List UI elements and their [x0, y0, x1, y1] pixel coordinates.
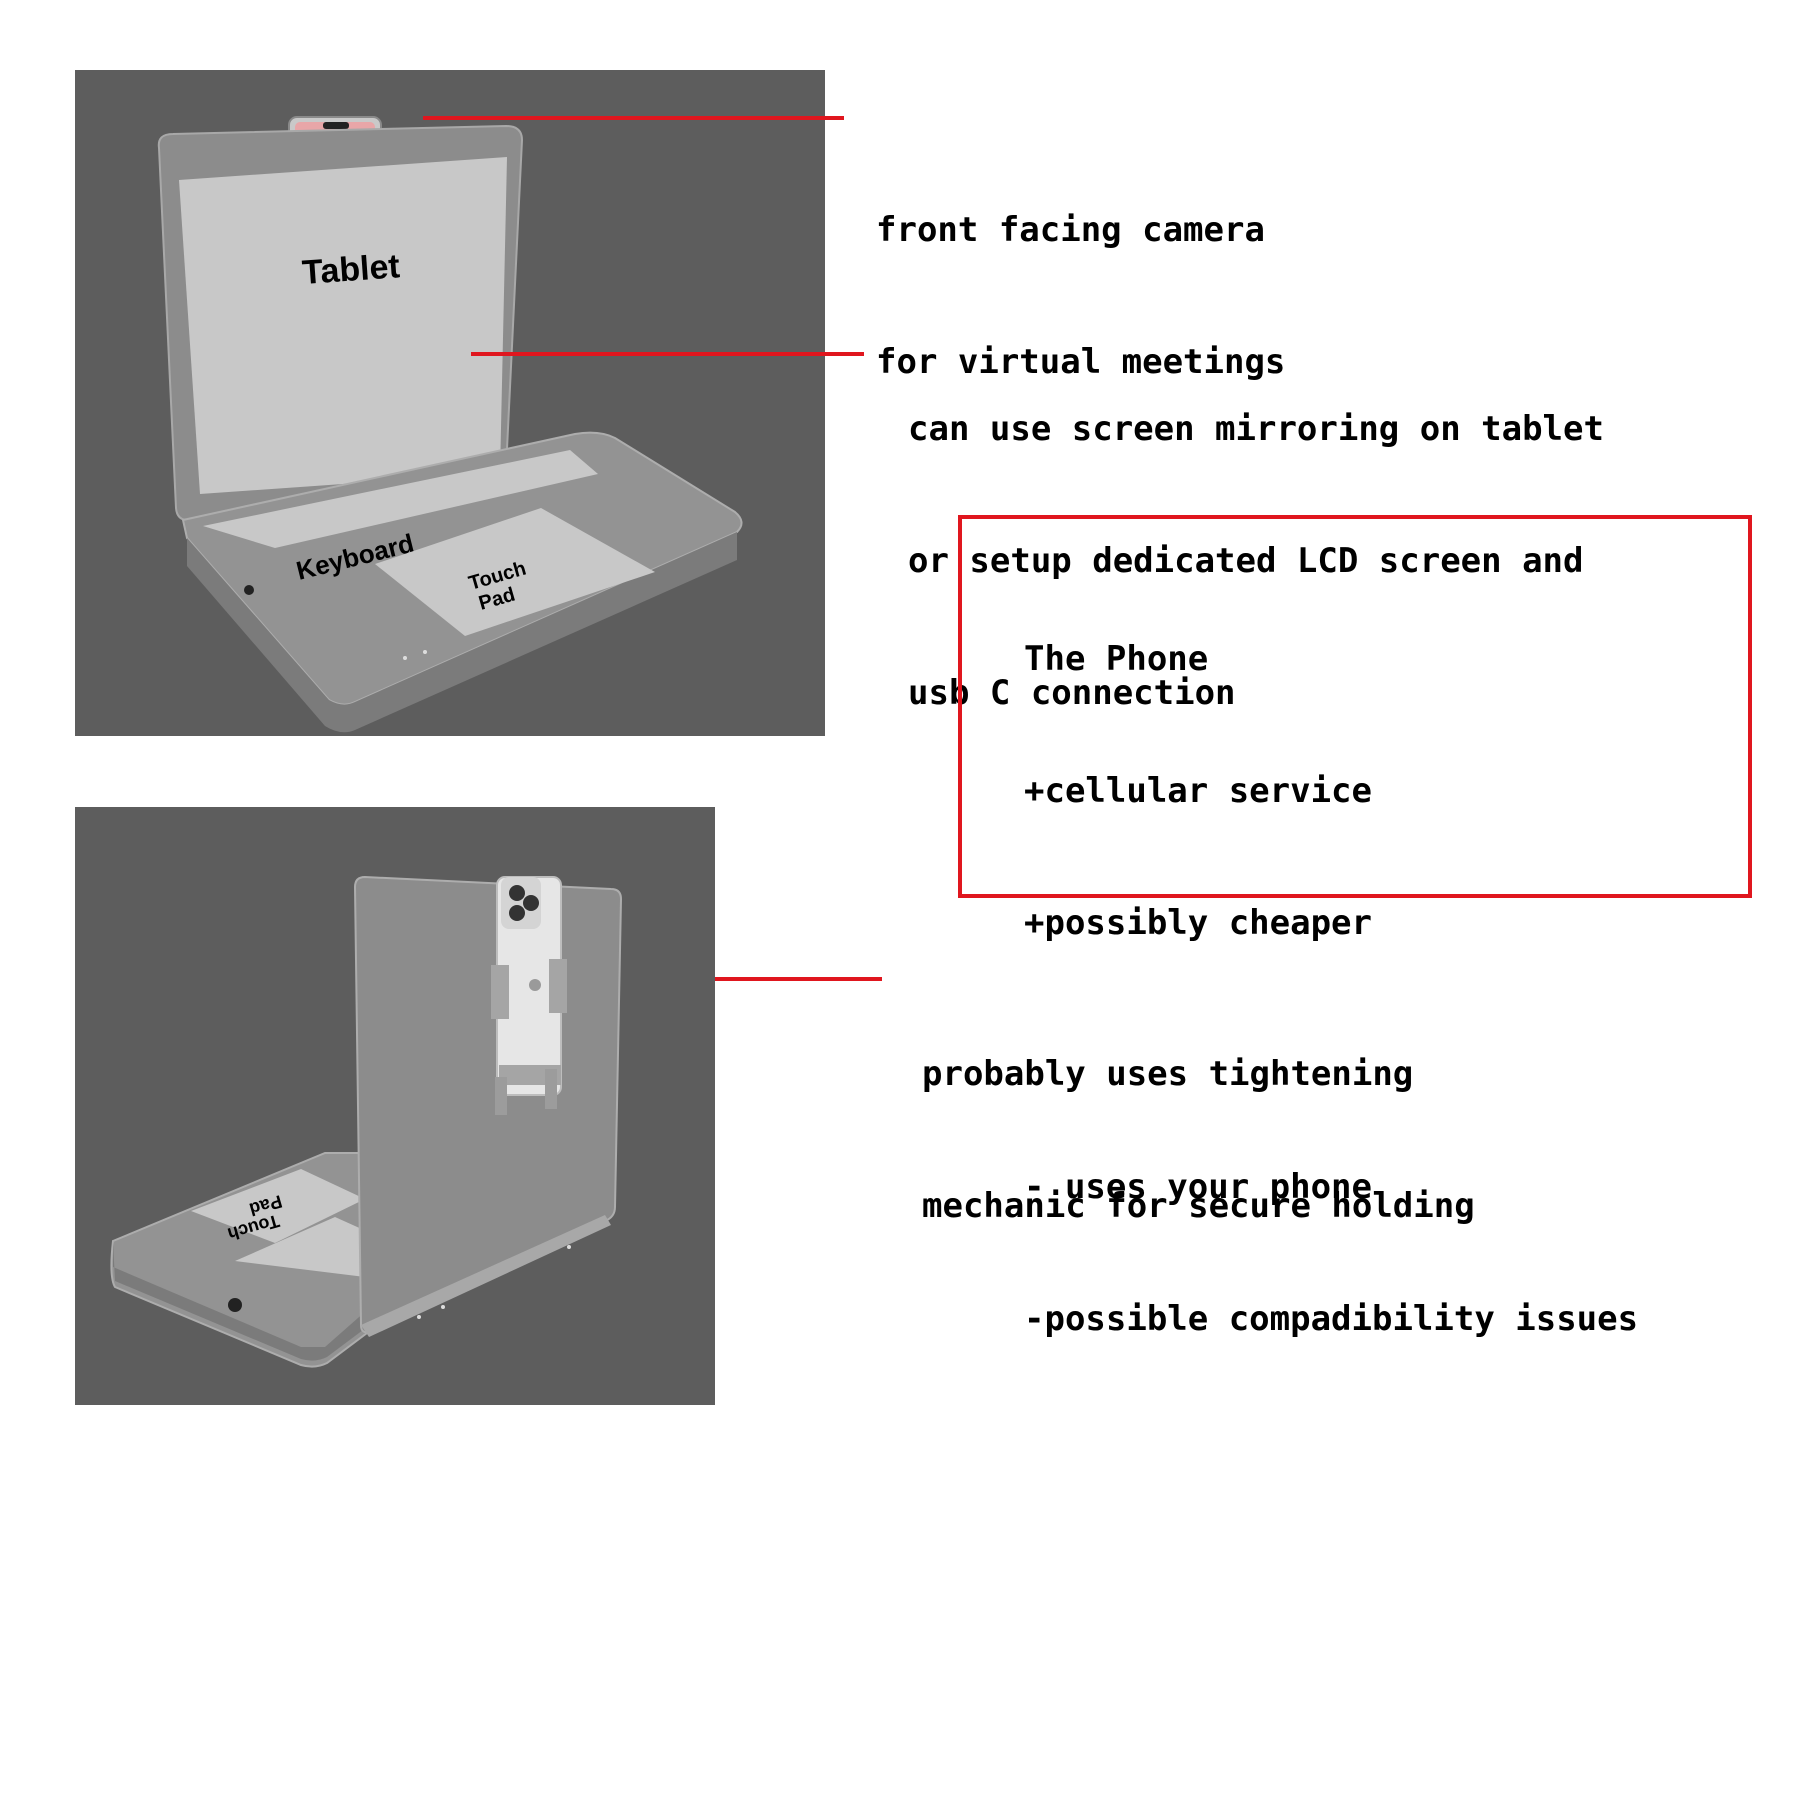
clamp-right — [549, 959, 567, 1013]
phone-box-title: The Phone — [1024, 639, 1209, 679]
holder-note-line-2: mechanic for secure holding — [922, 1186, 1475, 1226]
holder-note-line-1: probably uses tightening — [922, 1054, 1414, 1094]
screen-note-line-1: can use screen mirroring on tablet — [908, 409, 1604, 449]
laptop-dock-render-rear: Touch Pad — [75, 807, 715, 1405]
phone-box-pro-1: +cellular service — [1024, 771, 1372, 811]
phone-pros-cons-box: The Phone +cellular service +possibly ch… — [958, 515, 1752, 1339]
touchpad-area — [375, 508, 655, 636]
clamp-left — [491, 965, 509, 1019]
holder-callout-line — [575, 977, 882, 981]
indicator-dot — [567, 1245, 571, 1249]
phone-pros-cons-text: The Phone +cellular service +possibly ch… — [1024, 549, 1638, 1429]
screen-callout-line — [471, 352, 864, 356]
indicator-dot — [423, 650, 427, 654]
lens-icon — [509, 905, 525, 921]
clamp-foot — [545, 1069, 557, 1109]
apple-logo-icon — [529, 979, 541, 991]
camera-note: front facing camera for virtual meetings — [876, 120, 1285, 428]
holder-note: probably uses tightening mechanic for se… — [922, 964, 1475, 1272]
port-icon — [244, 585, 254, 595]
tablet-screen — [179, 157, 507, 494]
camera-note-line-2: for virtual meetings — [876, 342, 1286, 382]
camera-note-line-1: front facing camera — [876, 210, 1265, 250]
keyboard-area-rear — [235, 1217, 375, 1277]
laptop-dock-drawing-rear: Touch Pad — [110, 875, 623, 1368]
indicator-dot — [417, 1315, 421, 1319]
tablet-label: Tablet — [301, 247, 401, 292]
laptop-dock-render-front: Tablet Keyboard Touch Pad — [75, 70, 825, 736]
lens-icon — [523, 895, 539, 911]
clamp-foot — [495, 1077, 507, 1115]
laptop-dock-drawing-front: Tablet Keyboard Touch Pad — [157, 116, 743, 733]
camera-callout-line — [423, 116, 844, 120]
phone-box-con-1: - uses your phone — [1024, 1167, 1372, 1207]
port-icon — [228, 1298, 242, 1312]
lens-icon — [509, 885, 525, 901]
base-edge-rear — [113, 1241, 375, 1361]
keyboard-area — [203, 450, 598, 548]
screen-note: can use screen mirroring on tablet or se… — [908, 319, 1604, 759]
lid-back-edge — [361, 1215, 611, 1337]
indicator-dot — [441, 1305, 445, 1309]
lid-back — [353, 875, 623, 1334]
camera-notch-icon — [323, 122, 349, 129]
phone-box-pro-2: +possibly cheaper — [1024, 903, 1372, 943]
indicator-dot — [403, 656, 407, 660]
touchpad-area-rear — [191, 1169, 365, 1243]
screen-note-line-2: or setup dedicated LCD screen and — [908, 541, 1584, 581]
phone-box-con-2: -possible compadibility issues — [1024, 1299, 1639, 1339]
